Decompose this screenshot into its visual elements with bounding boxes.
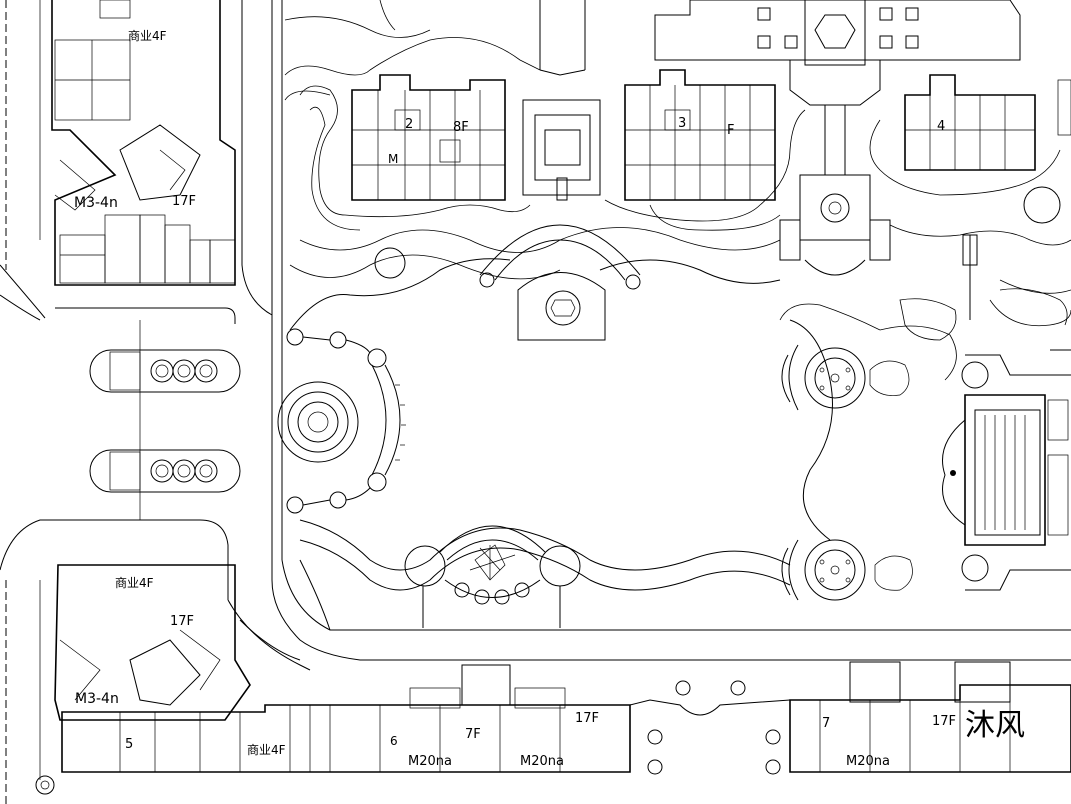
label-17f-north: 17F xyxy=(172,194,196,209)
median-planter-north xyxy=(89,349,241,393)
commercial-building-south: 商业4F 17F M3-4n xyxy=(54,564,251,721)
label-row-17f-a: 17F xyxy=(575,711,599,726)
west-circular-plaza xyxy=(277,328,406,514)
compass-symbol xyxy=(35,775,55,795)
swimming-pool xyxy=(942,349,1071,591)
garden-promenade xyxy=(289,186,1061,341)
residential-block-4: 4 xyxy=(904,74,1071,171)
label-row-m20-c: M20na xyxy=(846,754,890,769)
watermark-text: 沐风 xyxy=(965,708,1025,743)
label-block-2: 2 xyxy=(405,117,413,132)
south-gate-plaza xyxy=(629,680,791,775)
east-pavilion-north xyxy=(781,344,866,411)
south-feature-plaza xyxy=(404,525,581,628)
label-row-7: 7 xyxy=(822,716,830,731)
label-row-5: 5 xyxy=(125,737,133,752)
label-block-3: 3 xyxy=(678,116,686,131)
label-row-m20-b: M20na xyxy=(520,754,564,769)
east-pavilion-south xyxy=(781,539,866,601)
label-row-7f: 7F xyxy=(465,727,481,742)
road-network xyxy=(0,0,1071,671)
label-block-3-floors: F xyxy=(727,123,734,138)
label-m3-south: M3-4n xyxy=(75,691,119,707)
commercial-row-south: 5 商业4F 6 7F 17F M20na M20na xyxy=(61,664,631,773)
central-axis-garden xyxy=(779,105,891,276)
label-m3-north: M3-4n xyxy=(74,195,118,211)
landscape-contours xyxy=(284,0,1071,327)
label-block-2-m: M xyxy=(388,152,398,166)
north-plaza xyxy=(522,0,1021,201)
label-commercial-south-row: 商业4F xyxy=(247,742,286,757)
median-planter-south xyxy=(89,449,241,493)
rock-pond-features xyxy=(779,234,1068,591)
label-row-m20-a: M20na xyxy=(408,754,452,769)
label-17f-south: 17F xyxy=(170,614,194,629)
central-lawn xyxy=(299,319,833,631)
residential-block-3: 3 F xyxy=(624,69,776,201)
label-commercial-north: 商业4F xyxy=(128,28,167,43)
commercial-row-southeast: 7 17F M20na xyxy=(789,661,1071,773)
label-block-4: 4 xyxy=(937,119,945,134)
label-commercial-south: 商业4F xyxy=(115,575,154,590)
label-row-17f-b: 17F xyxy=(932,714,956,729)
label-row-6: 6 xyxy=(390,734,398,748)
label-block-2-floors: 8F xyxy=(453,120,469,135)
residential-block-2: 2 8F M xyxy=(351,74,506,201)
commercial-building-north: 商业4F 17F M3-4n xyxy=(51,0,236,286)
